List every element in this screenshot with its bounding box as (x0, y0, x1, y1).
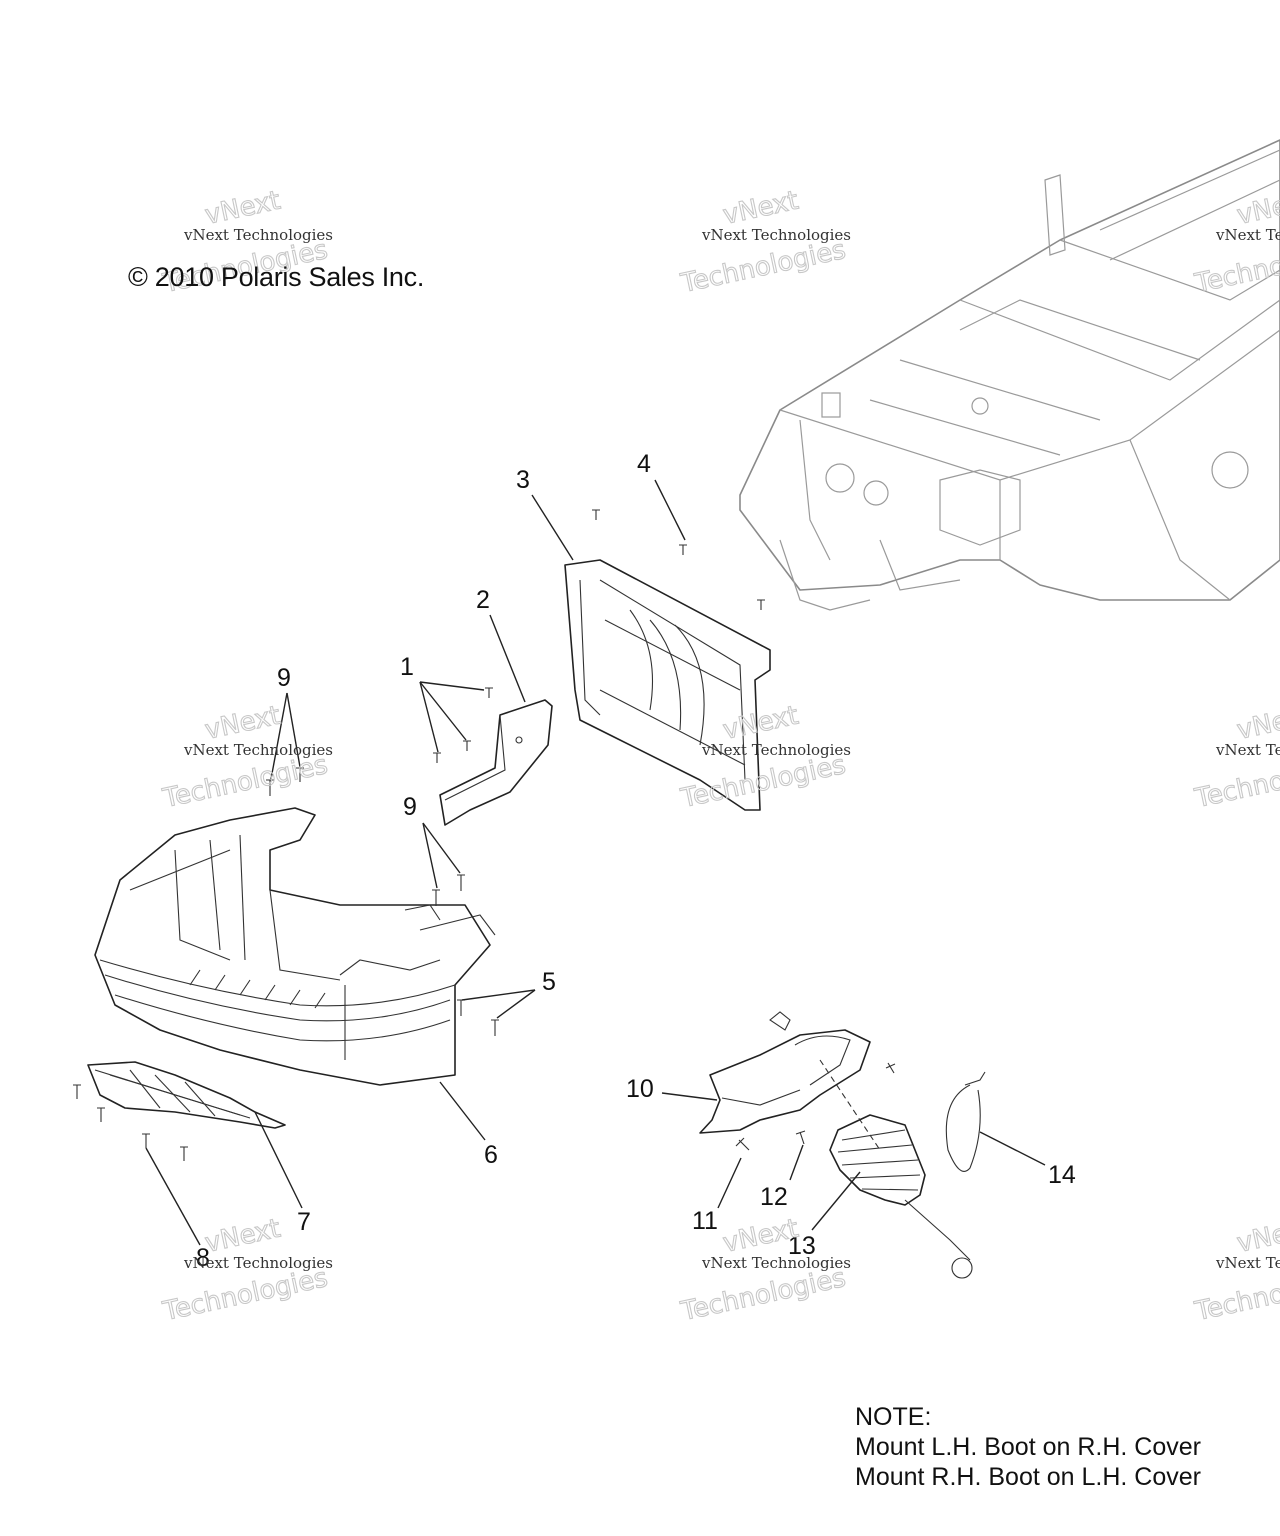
part-3-front-panel (564, 559, 771, 811)
svg-text:vNext: vNext (1234, 701, 1280, 746)
note-line-2: Mount R.H. Boot on L.H. Cover (855, 1463, 1201, 1491)
note-line-1: Mount L.H. Boot on R.H. Cover (855, 1433, 1201, 1461)
svg-text:Technologies: Technologies (1192, 750, 1280, 814)
callout-5: 5 (542, 968, 556, 996)
callout-9b: 9 (403, 793, 417, 821)
callout-12: 12 (760, 1183, 788, 1211)
watermark-6: vNext Technologies vNext Technologies (1191, 700, 1280, 815)
note-block: NOTE: Mount L.H. Boot on R.H. Cover Moun… (855, 1402, 1201, 1492)
callout-4: 4 (637, 450, 651, 478)
watermark-9: vNext Technologies vNext Technologies (1191, 1213, 1280, 1328)
watermark-2: vNext Technologies vNext Technologies (677, 185, 851, 300)
svg-text:vNext: vNext (202, 1214, 283, 1259)
callout-13: 13 (788, 1232, 816, 1260)
part-2-bracket (439, 699, 553, 826)
svg-text:Technologies: Technologies (160, 1263, 331, 1327)
callouts: 1 2 3 4 5 6 7 8 9 9 10 11 12 13 14 (196, 450, 1076, 1272)
callout-10: 10 (626, 1075, 654, 1103)
part-7-grille (87, 1061, 286, 1129)
callout-3: 3 (516, 466, 530, 494)
svg-text:vNext: vNext (720, 186, 801, 231)
callout-2: 2 (476, 586, 490, 614)
callout-11: 11 (692, 1207, 718, 1235)
svg-text:vNext Technologies: vNext Technologies (183, 1254, 333, 1272)
svg-text:vNext: vNext (1234, 1214, 1280, 1259)
svg-text:vNext Technologies: vNext Technologies (183, 226, 333, 244)
part-10-cover (699, 1011, 871, 1134)
svg-text:Technologies: Technologies (678, 1263, 849, 1327)
part-14-tie (945, 1071, 986, 1172)
svg-text:vNext Technologies: vNext Technologies (1215, 1254, 1280, 1272)
part-13-boot (819, 1059, 973, 1279)
svg-text:vNext Technologies: vNext Technologies (183, 741, 333, 759)
callout-8: 8 (196, 1244, 210, 1272)
svg-text:vNext: vNext (202, 701, 283, 746)
svg-text:vNext: vNext (202, 186, 283, 231)
callout-6: 6 (484, 1141, 498, 1169)
svg-text:vNext Technologies: vNext Technologies (1215, 226, 1280, 244)
chassis-frame (739, 139, 1280, 611)
svg-text:vNext Technologies: vNext Technologies (701, 226, 851, 244)
svg-text:Technologies: Technologies (678, 235, 849, 299)
svg-text:Technologies: Technologies (1192, 1263, 1280, 1327)
svg-text:vNext Technologies: vNext Technologies (701, 1254, 851, 1272)
svg-text:vNext Technologies: vNext Technologies (701, 741, 851, 759)
note-heading: NOTE: (855, 1403, 932, 1431)
svg-text:Technologies: Technologies (160, 750, 331, 814)
svg-text:vNext Technologies: vNext Technologies (1215, 741, 1280, 759)
callout-9a: 9 (277, 664, 291, 692)
copyright-text: © 2010 Polaris Sales Inc. (128, 262, 425, 292)
part-6-bumper (94, 807, 496, 1086)
watermark-4: vNext Technologies vNext Technologies (159, 700, 333, 815)
callout-1: 1 (400, 653, 414, 681)
callout-7: 7 (297, 1208, 311, 1236)
callout-14: 14 (1048, 1161, 1076, 1189)
leader-lines (145, 479, 1046, 1246)
